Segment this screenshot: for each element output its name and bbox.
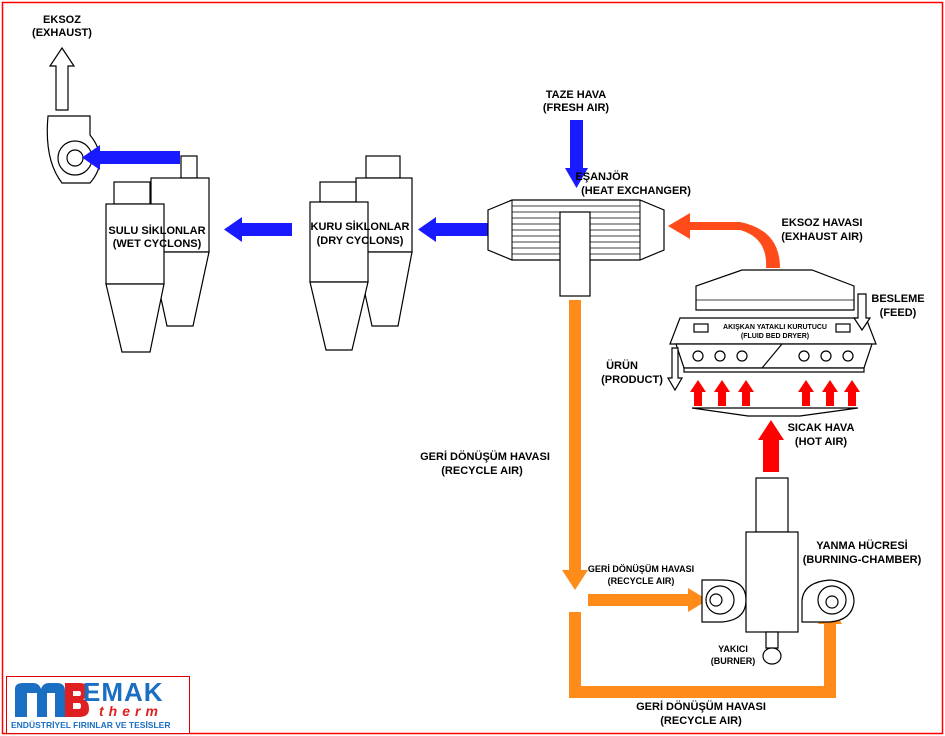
wet-cyclons-label-tr: SULU SİKLONLAR bbox=[108, 224, 205, 237]
burning-chamber-label-en: (BURNING-CHAMBER) bbox=[803, 554, 922, 566]
mb-logo-icon bbox=[15, 683, 89, 717]
fluid-bed-dryer bbox=[669, 269, 877, 417]
logo-tagline: ENDÜSTRİYEL FIRINLAR VE TESİSLER bbox=[11, 720, 171, 730]
recycle-air-main-flow bbox=[562, 300, 588, 590]
recycle-air-fan-label-en: (RECYCLE AIR) bbox=[608, 576, 675, 586]
wet-cyclons-label-en: (WET CYCLONS) bbox=[113, 238, 202, 250]
feed-label-en: (FEED) bbox=[880, 307, 917, 319]
heat-exchanger-label-en: (HEAT EXCHANGER) bbox=[581, 185, 691, 197]
burner-label-en: (BURNER) bbox=[711, 656, 756, 666]
product-label-en: (PRODUCT) bbox=[601, 374, 663, 386]
hot-air-flow-arrow bbox=[758, 420, 784, 472]
logo-brand-text: EMAK bbox=[83, 677, 164, 707]
hot-air-label-tr: SICAK HAVA bbox=[788, 422, 855, 434]
heat-exchanger-label-tr: EŞANJÖR bbox=[575, 170, 628, 183]
recycle-air-main-label-tr: GERİ DÖNÜŞÜM HAVASI bbox=[420, 450, 550, 463]
dry-cyclons-label-tr: KURU SİKLONLAR bbox=[311, 220, 410, 233]
fluid-bed-dryer-label-en: (FLUID BED DRYER) bbox=[741, 333, 809, 340]
burning-chamber bbox=[745, 477, 799, 665]
recycle-air-fan-label-tr: GERİ DÖNÜŞÜM HAVASI bbox=[588, 564, 694, 574]
fresh-air-flow-arrow bbox=[565, 120, 588, 188]
dry-to-wet-flow-arrow bbox=[224, 217, 292, 242]
burner-label-tr: YAKICI bbox=[718, 644, 748, 654]
feed-label-tr: BESLEME bbox=[871, 293, 924, 305]
recycle-air-fan-flow bbox=[588, 588, 708, 612]
fresh-air-label-en: (FRESH AIR) bbox=[543, 102, 610, 114]
feed-arrow bbox=[852, 293, 872, 332]
recycle-air-main-label-en: (RECYCLE AIR) bbox=[441, 465, 523, 477]
company-logo: EMAK therm ENDÜSTRİYEL FIRINLAR VE TESİS… bbox=[6, 676, 190, 734]
recycle-air-bottom-label-tr: GERİ DÖNÜŞÜM HAVASI bbox=[636, 700, 766, 713]
recycle-fan bbox=[701, 579, 747, 623]
heat-exchanger bbox=[487, 199, 665, 297]
exhaust-fan bbox=[46, 46, 101, 184]
exhaust-air-label-tr: EKSOZ HAVASI bbox=[782, 217, 863, 229]
product-label-tr: ÜRÜN bbox=[606, 359, 638, 372]
wet-cyclons bbox=[105, 155, 210, 353]
exhaust-label-tr: EKSOZ bbox=[43, 14, 81, 26]
dry-cyclons bbox=[309, 155, 413, 351]
exhaust-flow-arrow bbox=[82, 145, 180, 170]
fresh-air-label-tr: TAZE HAVA bbox=[546, 89, 607, 101]
exhaust-air-label-en: (EXHAUST AIR) bbox=[781, 231, 863, 243]
hot-air-label-en: (HOT AIR) bbox=[795, 436, 847, 448]
logo-brand-subtext: therm bbox=[99, 703, 163, 719]
fluid-bed-dryer-label-tr: AKIŞKAN YATAKLI KURUTUCU bbox=[723, 324, 827, 331]
exhaust-label-en: (EXHAUST) bbox=[32, 27, 92, 39]
hot-air-distribution-arrows bbox=[690, 380, 860, 406]
dry-cyclons-label-en: (DRY CYCLONS) bbox=[317, 235, 404, 247]
hx-to-dry-flow-arrow bbox=[418, 217, 488, 242]
burning-chamber-label-tr: YANMA HÜCRESİ bbox=[816, 539, 907, 552]
exhaust-air-flow-arrow bbox=[668, 213, 780, 268]
product-arrow bbox=[666, 347, 684, 392]
combustion-fan bbox=[801, 579, 855, 623]
recycle-air-bottom-label-en: (RECYCLE AIR) bbox=[660, 715, 742, 727]
